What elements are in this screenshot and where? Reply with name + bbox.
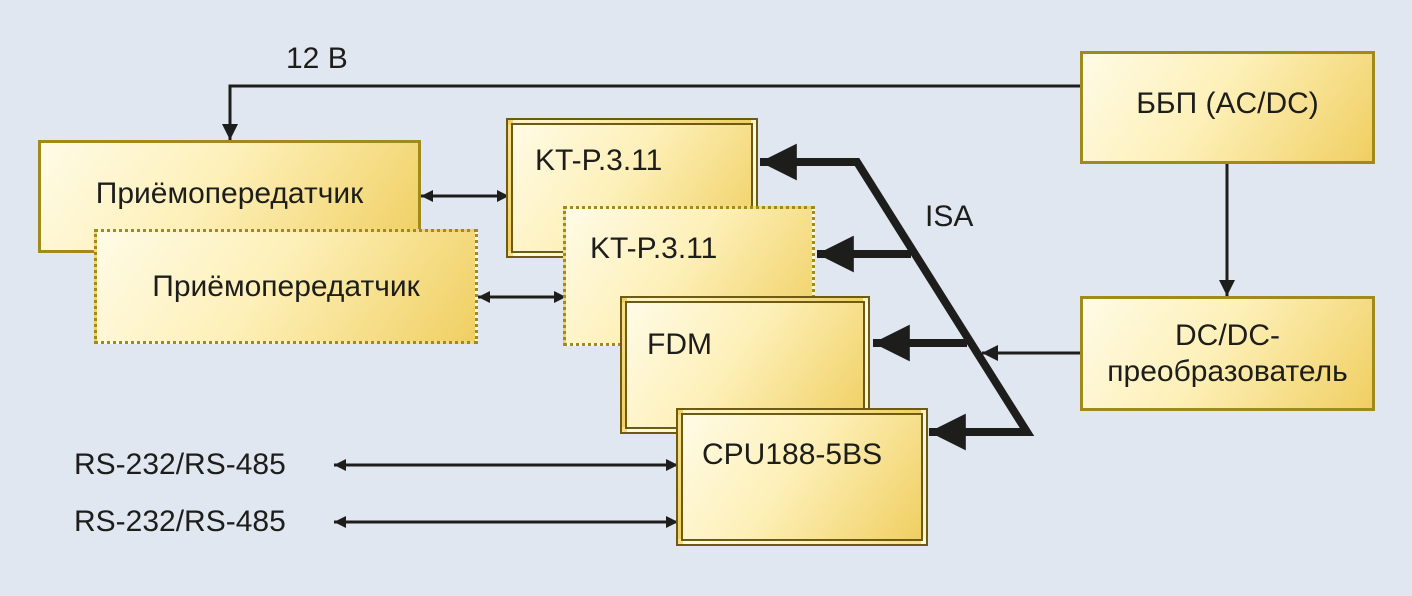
- dcdc-block-label-line1: DC/DC-: [1175, 318, 1280, 352]
- isa-label: ISA: [925, 200, 974, 233]
- dcdc-block: DC/DC- преобразователь: [1080, 296, 1375, 411]
- power-12v-line: [222, 84, 1080, 140]
- transceiver-block-2-label: Приёмопередатчик: [152, 269, 420, 303]
- fdm-block-label: FDM: [647, 328, 712, 361]
- rs-label-1: RS-232/RS-485: [74, 448, 286, 481]
- psu-block: ББП (AC/DC): [1080, 51, 1375, 164]
- psu-block-label: ББП (AC/DC): [1136, 86, 1319, 120]
- rs-label-2: RS-232/RS-485: [74, 505, 286, 538]
- ktp-block-1-label: KT-P.3.11: [535, 144, 663, 177]
- cpu-block: CPU188-5BS: [676, 408, 928, 546]
- isa-bus: [764, 158, 1035, 436]
- dcdc-block-label-line2: преобразователь: [1107, 354, 1348, 388]
- cpu-block-label: CPU188-5BS: [702, 438, 883, 471]
- transceiver-block-1-label: Приёмопередатчик: [95, 176, 364, 210]
- transceiver-block-2: Приёмопередатчик: [94, 229, 478, 344]
- ktp-block-2-label: KT-P.3.11: [590, 232, 718, 265]
- power-12v-label: 12 В: [286, 42, 348, 75]
